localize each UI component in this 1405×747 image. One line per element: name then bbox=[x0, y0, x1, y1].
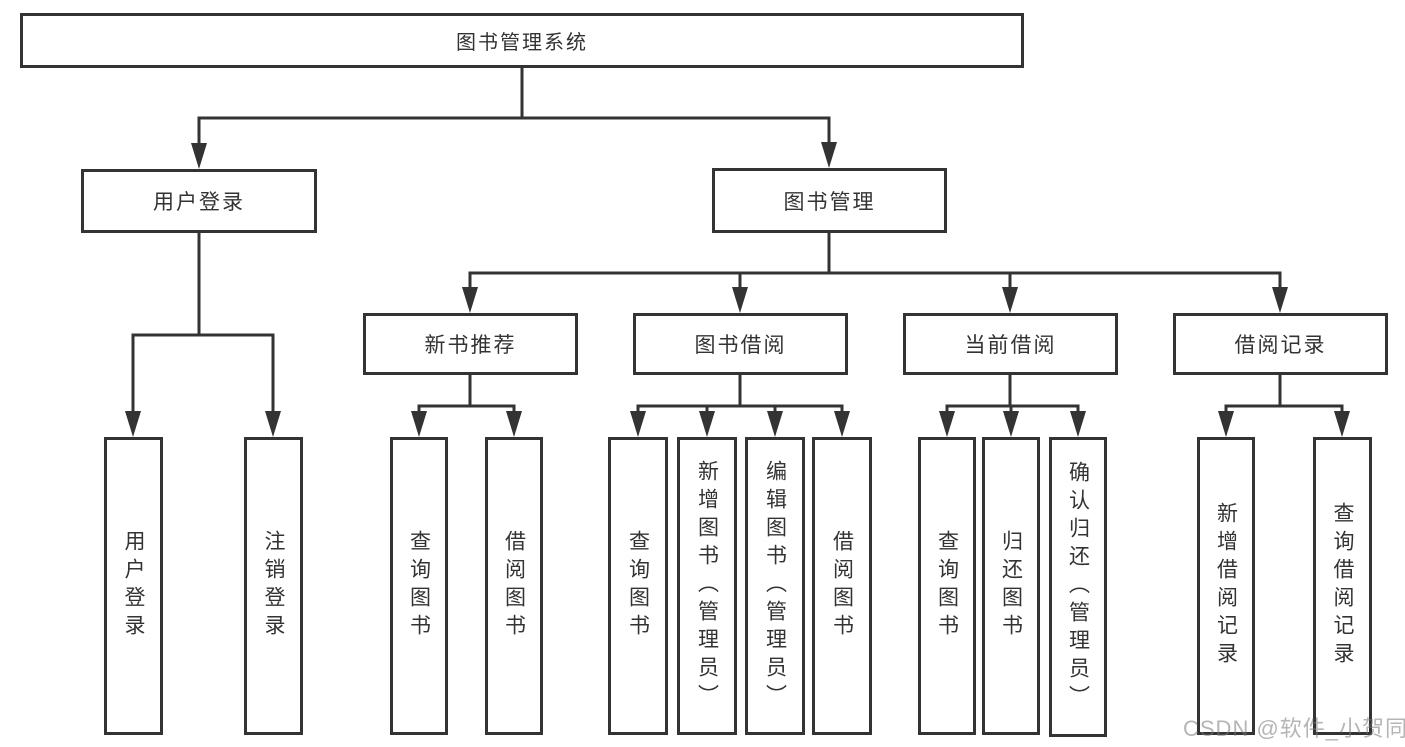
node-user-login: 用户登录 bbox=[81, 169, 317, 233]
node-label: 查询借阅记录 bbox=[1331, 502, 1354, 670]
node-label: 查询图书 bbox=[935, 530, 959, 642]
node-label: 归还图书 bbox=[999, 530, 1023, 642]
leaf-borrow-books: 借阅图书 bbox=[812, 437, 872, 735]
leaf-return-books: 归还图书 bbox=[982, 437, 1040, 735]
arrowhead-icon bbox=[1002, 287, 1018, 313]
leaf-confirm-return-admin: 确认归还（管理员） bbox=[1049, 437, 1107, 737]
csdn-watermark: CSDN @软件_小贺同学 bbox=[1183, 716, 1405, 741]
arrowhead-icon bbox=[1218, 411, 1234, 437]
node-label: 借阅记录 bbox=[1234, 334, 1327, 357]
leaf-query-borrow-record: 查询借阅记录 bbox=[1313, 437, 1372, 735]
node-label: 编辑图书（管理员） bbox=[763, 460, 787, 712]
arrowhead-icon bbox=[767, 411, 783, 437]
node-label: 注销登录 bbox=[262, 530, 285, 642]
leaf-query-books-recommend: 查询图书 bbox=[390, 437, 448, 735]
node-label: 新书推荐 bbox=[424, 334, 517, 357]
node-label: 图书借阅 bbox=[694, 334, 787, 357]
arrowhead-icon bbox=[939, 411, 955, 437]
arrowhead-icon bbox=[699, 411, 715, 437]
node-label: 用户登录 bbox=[153, 191, 245, 214]
node-borrowing-records: 借阅记录 bbox=[1173, 313, 1388, 375]
node-label: 新增图书（管理员） bbox=[695, 460, 719, 712]
node-book-management: 图书管理 bbox=[712, 168, 947, 233]
leaf-borrow-books-recommend: 借阅图书 bbox=[485, 437, 543, 735]
leaf-user-login: 用户登录 bbox=[104, 437, 163, 735]
node-new-book-recommendation: 新书推荐 bbox=[363, 313, 578, 375]
node-label: 新增借阅记录 bbox=[1214, 502, 1238, 670]
arrowhead-icon bbox=[462, 287, 478, 313]
leaf-query-books-borrow: 查询图书 bbox=[608, 437, 668, 735]
arrowhead-icon bbox=[506, 411, 522, 437]
node-current-borrowing: 当前借阅 bbox=[903, 313, 1118, 375]
leaf-query-books-current: 查询图书 bbox=[918, 437, 976, 735]
node-label: 查询图书 bbox=[407, 530, 431, 642]
node-label: 借阅图书 bbox=[502, 530, 526, 642]
arrowhead-icon bbox=[1003, 411, 1019, 437]
leaf-logout: 注销登录 bbox=[244, 437, 303, 735]
leaf-add-borrow-record: 新增借阅记录 bbox=[1197, 437, 1255, 735]
node-label: 查询图书 bbox=[626, 530, 650, 642]
arrowhead-icon bbox=[834, 411, 850, 437]
arrowhead-icon bbox=[1334, 411, 1350, 437]
arrowhead-icon bbox=[821, 142, 837, 168]
arrowhead-icon bbox=[732, 287, 748, 313]
node-label: 图书管理系统 bbox=[456, 32, 588, 54]
leaf-edit-books-admin: 编辑图书（管理员） bbox=[745, 437, 805, 735]
node-book-borrowing: 图书借阅 bbox=[633, 313, 848, 375]
node-label: 借阅图书 bbox=[830, 530, 854, 642]
arrowhead-icon bbox=[265, 411, 281, 437]
arrowhead-icon bbox=[191, 143, 207, 169]
arrowhead-icon bbox=[630, 411, 646, 437]
arrowhead-icon bbox=[1272, 287, 1288, 313]
node-label: 确认归还（管理员） bbox=[1066, 461, 1090, 713]
arrowhead-icon bbox=[1070, 411, 1086, 437]
node-library-system: 图书管理系统 bbox=[20, 13, 1024, 68]
node-label: 用户登录 bbox=[122, 530, 145, 642]
arrowhead-icon bbox=[411, 411, 427, 437]
node-label: 当前借阅 bbox=[964, 334, 1057, 357]
leaf-add-books-admin: 新增图书（管理员） bbox=[677, 437, 737, 735]
arrowhead-icon bbox=[125, 411, 141, 437]
node-label: 图书管理 bbox=[783, 190, 876, 214]
